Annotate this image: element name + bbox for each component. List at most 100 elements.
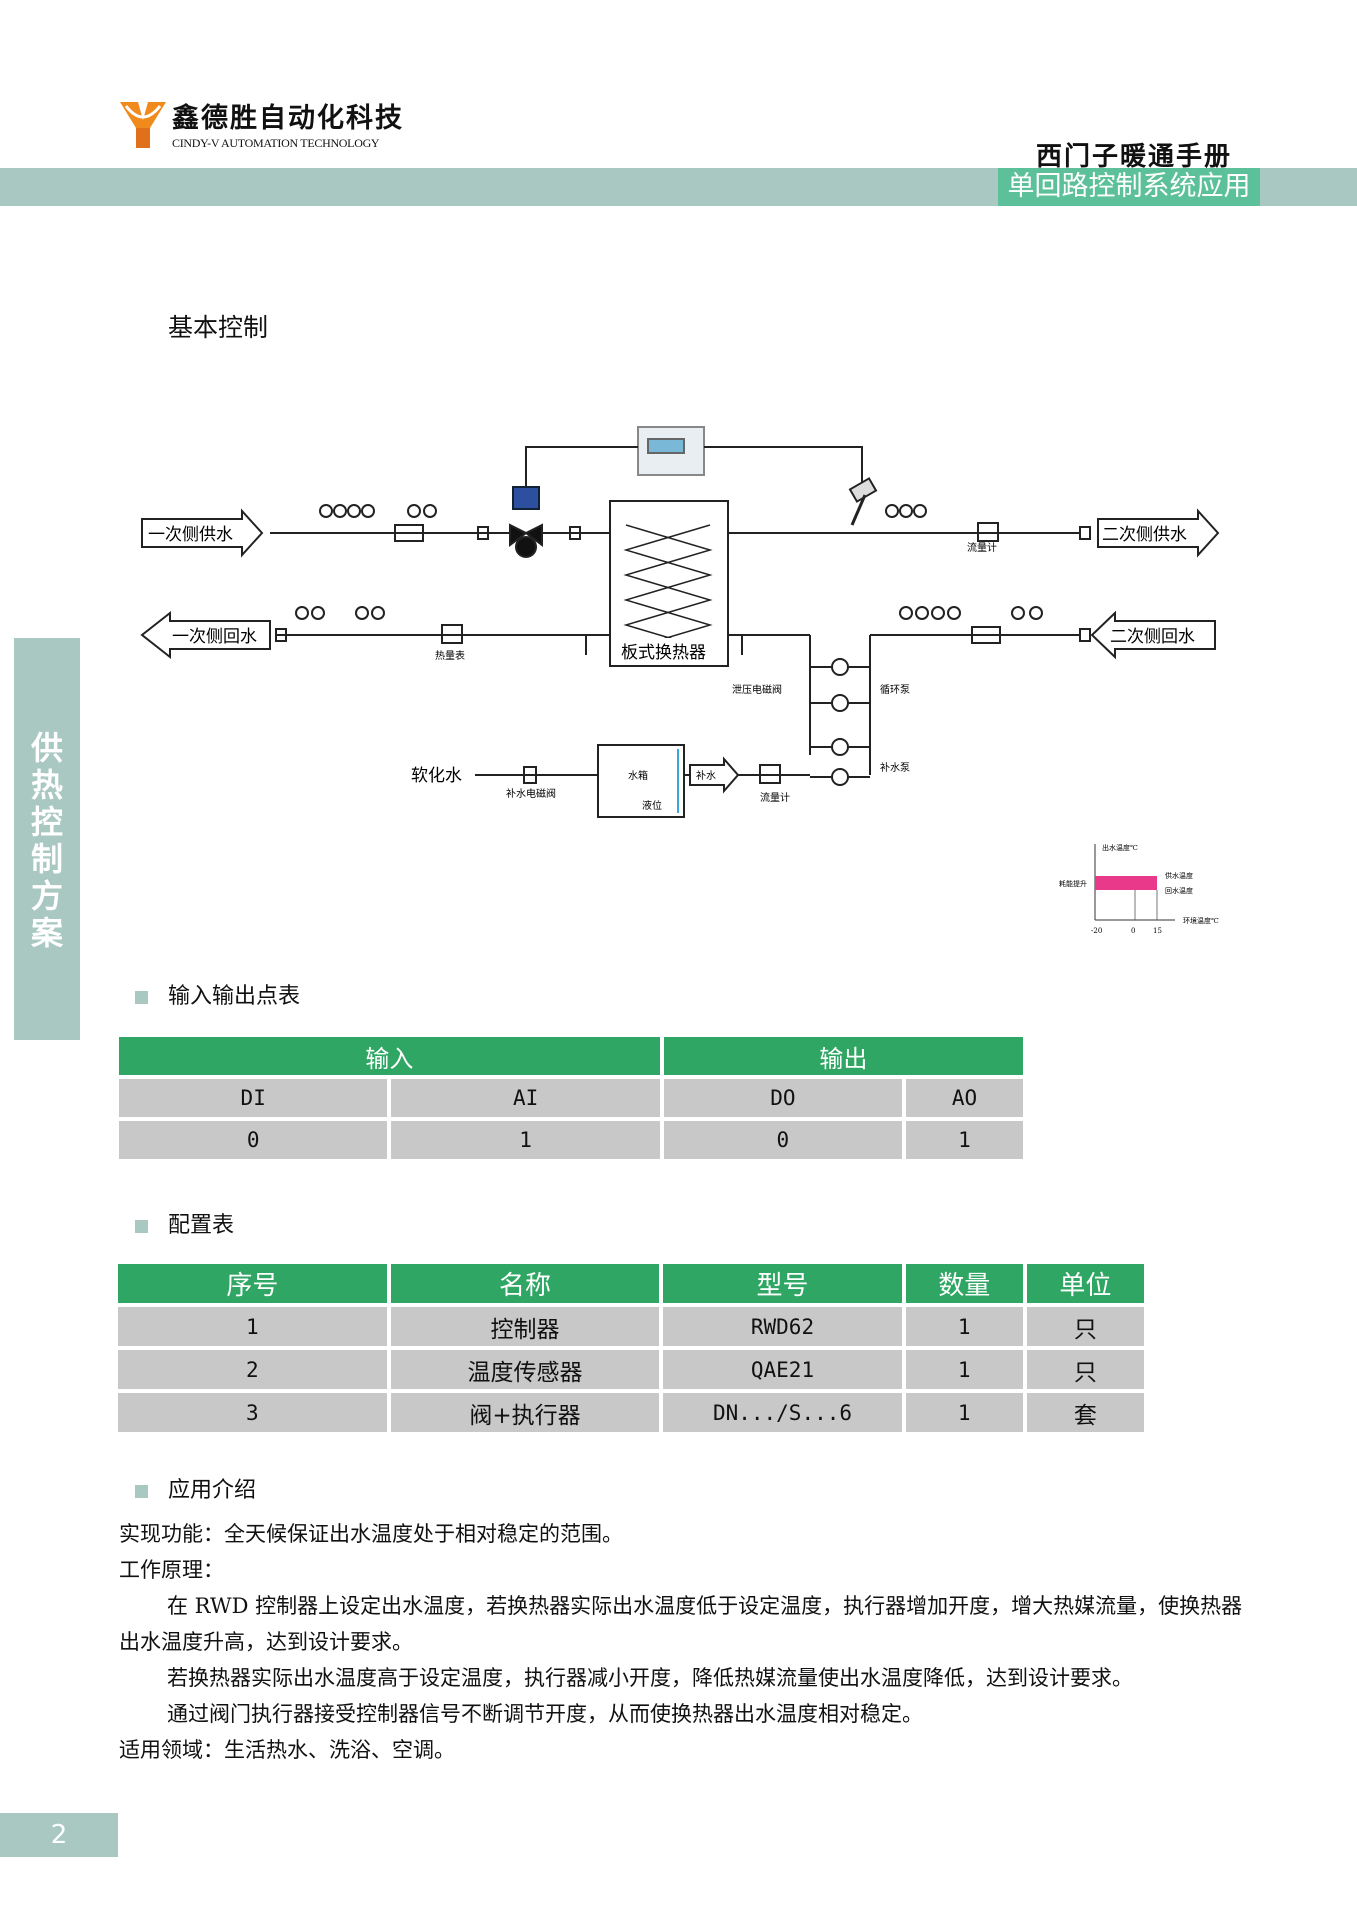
config-table-title-text: 配置表 xyxy=(168,1213,235,1238)
side-tab-char: 案 xyxy=(30,914,63,952)
pump-icon xyxy=(831,694,849,712)
pump-icon xyxy=(831,658,849,676)
io-value: 0 xyxy=(663,1121,902,1159)
water-tank-icon xyxy=(597,744,685,818)
config-header: 单位 xyxy=(1026,1264,1144,1303)
temperature-curve-chart: 出水温度℃ 耗能提升 供水温度 回水温度 环境温度℃ -20 0 15 xyxy=(1059,843,1219,935)
diagram-title: 基本控制 xyxy=(168,313,269,342)
mini-chart-x-label: 环境温度℃ xyxy=(1183,916,1219,925)
side-tab-char: 制 xyxy=(30,840,63,878)
config-cell: 3 xyxy=(118,1393,387,1432)
flow-meter-icon xyxy=(759,764,781,784)
solenoid-valve-icon xyxy=(523,766,537,784)
config-header: 序号 xyxy=(118,1264,387,1303)
application-paragraph: 在 RWD 控制器上设定出水温度，若换热器实际出水温度低于设定温度，执行器增加开… xyxy=(119,1594,1243,1654)
label-flow-meter-top: 流量计 xyxy=(967,541,997,554)
side-tab-char: 供 xyxy=(30,729,63,767)
io-table-title-text: 输入输出点表 xyxy=(168,984,301,1009)
bullet-icon xyxy=(135,990,148,1004)
label-makeup-pump: 补水泵 xyxy=(880,761,910,774)
system-diagram: 一次侧供水 二次侧供水 一次侧回水 二次侧回水 板式换热器 软化水 流量计 热量… xyxy=(140,426,1220,818)
io-group-input: 输入 xyxy=(119,1037,660,1075)
config-cell: 阀+执行器 xyxy=(390,1393,660,1432)
side-tab-char: 热 xyxy=(30,766,63,804)
label-primary-return: 一次侧回水 xyxy=(172,627,257,647)
table-row: 2 温度传感器 QAE21 1 只 xyxy=(118,1350,1144,1389)
side-tab-char: 控 xyxy=(30,803,63,841)
config-cell: 1 xyxy=(118,1307,387,1346)
label-primary-supply: 一次侧供水 xyxy=(148,525,233,545)
label-makeup: 补水 xyxy=(696,769,716,782)
application-paragraph: 通过阀门执行器接受控制器信号不断调节开度，从而使换热器出水温度相对稳定。 xyxy=(167,1702,923,1726)
mini-chart-y-label: 出水温度℃ xyxy=(1102,843,1138,852)
mini-chart-tick: 0 xyxy=(1131,927,1135,935)
heat-exchanger-icon xyxy=(609,500,729,667)
io-table: 输入 输出 DI AI DO AO 0 1 0 1 xyxy=(115,1033,1027,1163)
bullet-icon xyxy=(135,1219,148,1233)
config-cell: 温度传感器 xyxy=(390,1350,660,1389)
pump-icon xyxy=(831,738,849,756)
io-value: 0 xyxy=(119,1121,388,1159)
label-tank: 水箱 xyxy=(628,769,648,782)
application-principle-label: 工作原理： xyxy=(119,1558,224,1582)
mini-chart-left-label: 耗能提升 xyxy=(1059,879,1087,888)
label-soft-water: 软化水 xyxy=(411,766,462,786)
config-cell: 2 xyxy=(118,1350,387,1389)
side-tab-char: 方 xyxy=(30,877,63,915)
config-cell: 只 xyxy=(1026,1350,1144,1389)
application-paragraph: 若换热器实际出水温度高于设定温度，执行器减小开度，降低热媒流量使出水温度降低，达… xyxy=(167,1666,1133,1690)
config-header: 型号 xyxy=(663,1264,902,1303)
page-number: 2 xyxy=(0,1813,118,1857)
config-table-title: 配置表 xyxy=(135,1207,234,1239)
config-table: 序号 名称 型号 数量 单位 1 控制器 RWD62 1 只 2 温度传感器 Q… xyxy=(114,1260,1148,1436)
label-flow-meter-bottom: 流量计 xyxy=(760,791,790,804)
bullet-icon xyxy=(135,1484,148,1498)
company-name-cn: 鑫德胜自动化科技 xyxy=(172,103,404,134)
label-level: 液位 xyxy=(642,799,662,812)
mini-chart-return-label: 回水温度 xyxy=(1165,886,1193,895)
table-row: 3 阀+执行器 DN.../S...6 1 套 xyxy=(118,1393,1144,1432)
io-table-title: 输入输出点表 xyxy=(135,978,300,1010)
heat-meter-icon xyxy=(441,624,463,644)
table-row: 1 控制器 RWD62 1 只 xyxy=(118,1307,1144,1346)
company-logo-icon xyxy=(120,102,166,148)
config-cell: DN.../S...6 xyxy=(663,1393,902,1432)
label-makeup-valve: 补水电磁阀 xyxy=(506,787,556,800)
mini-chart-tick: 15 xyxy=(1153,927,1162,935)
company-name-en: CINDY-V AUTOMATION TECHNOLOGY xyxy=(172,136,380,150)
label-secondary-return: 二次侧回水 xyxy=(1110,627,1195,647)
io-header: AO xyxy=(905,1079,1023,1117)
mini-chart-tick: -20 xyxy=(1091,927,1102,935)
side-section-tab: 供 热 控 制 方 案 xyxy=(14,638,80,1040)
mini-chart-supply-label: 供水温度 xyxy=(1165,871,1193,880)
label-heat-exchanger: 板式换热器 xyxy=(621,643,706,663)
label-circ-pump: 循环泵 xyxy=(880,683,910,696)
config-cell: 套 xyxy=(1026,1393,1144,1432)
config-cell: RWD62 xyxy=(663,1307,902,1346)
temperature-sensor-icon xyxy=(848,477,878,503)
io-header: DO xyxy=(663,1079,902,1117)
flow-meter-icon xyxy=(977,522,999,542)
io-value: 1 xyxy=(905,1121,1023,1159)
config-cell: 1 xyxy=(905,1350,1023,1389)
config-cell: 只 xyxy=(1026,1307,1144,1346)
application-scope: 适用领域：生活热水、洗浴、空调。 xyxy=(119,1738,455,1762)
io-header: DI xyxy=(119,1079,388,1117)
application-title-text: 应用介绍 xyxy=(168,1478,257,1503)
application-body: 实现功能：全天候保证出水温度处于相对稳定的范围。 工作原理： 在 RWD 控制器… xyxy=(119,1516,1259,1768)
config-header: 名称 xyxy=(390,1264,660,1303)
config-cell: 1 xyxy=(905,1393,1023,1432)
label-heat-meter: 热量表 xyxy=(435,649,465,662)
actuator-icon xyxy=(512,486,540,510)
io-header: AI xyxy=(391,1079,660,1117)
application-function: 实现功能：全天候保证出水温度处于相对稳定的范围。 xyxy=(119,1522,623,1546)
config-header: 数量 xyxy=(905,1264,1023,1303)
io-value: 1 xyxy=(391,1121,660,1159)
config-cell: 控制器 xyxy=(390,1307,660,1346)
manual-title: 西门子暖通手册 xyxy=(1036,142,1233,172)
config-cell: 1 xyxy=(905,1307,1023,1346)
io-group-output: 输出 xyxy=(663,1037,1023,1075)
label-relief-valve: 泄压电磁阀 xyxy=(732,683,782,696)
pump-icon xyxy=(831,768,849,786)
label-secondary-supply: 二次侧供水 xyxy=(1102,525,1187,545)
